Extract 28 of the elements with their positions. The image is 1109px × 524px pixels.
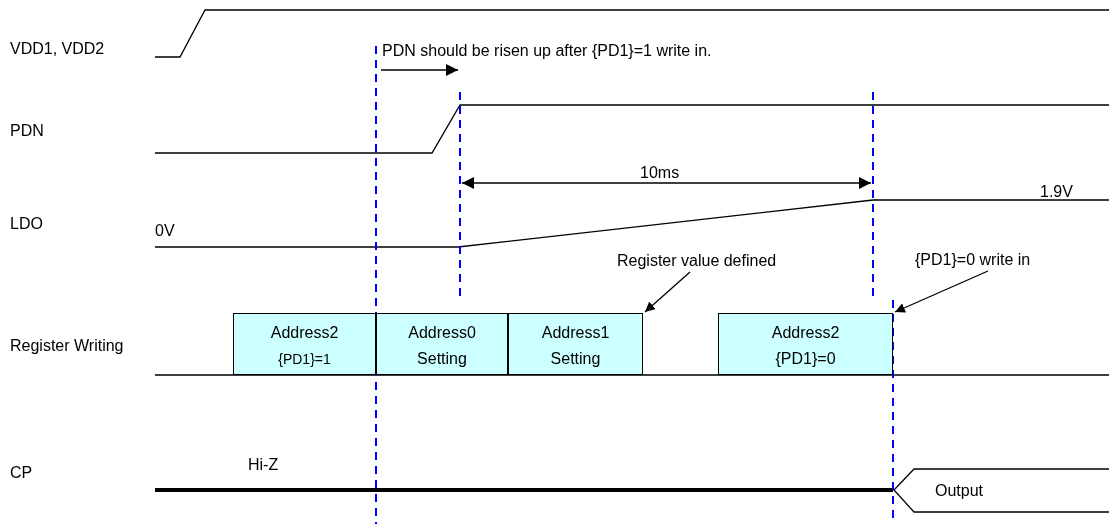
state-label: Output (935, 482, 984, 500)
signal-name: CP (10, 464, 33, 482)
signal-name: LDO (10, 215, 43, 233)
bus-output-segment (893, 468, 1109, 513)
value-text: Setting (416, 350, 468, 368)
address-text: Address2 (269, 324, 340, 342)
signal-name: VDD1, VDD2 (10, 40, 105, 58)
value-text: {PD1}=0 (774, 350, 837, 368)
register-write-block (376, 313, 508, 375)
address-text: Address0 (407, 324, 477, 342)
callout-text: Register value defined (617, 252, 793, 272)
address-text: Address1 (540, 324, 611, 342)
register-write-block (718, 313, 893, 375)
value-text: Setting (549, 350, 602, 368)
register-write-block (508, 313, 643, 375)
callout-text: {PD1}=0 write in (915, 251, 1101, 271)
voltage-label: 0V (155, 222, 175, 240)
duration-label: 10ms (640, 164, 680, 182)
leader-line (894, 270, 989, 313)
address-text: Address2 (770, 324, 841, 342)
state-label: Hi-Z (248, 456, 279, 474)
signal-name: Register Writing (10, 337, 124, 355)
voltage-label: 1.9V (1040, 183, 1073, 201)
value-text: {PD1}=1 (277, 350, 332, 368)
signal-name: PDN (10, 122, 44, 140)
register-write-block (233, 313, 376, 375)
note-text: PDN should be risen up after {PD1}=1 write in. (382, 42, 712, 60)
leader-line (644, 271, 691, 313)
